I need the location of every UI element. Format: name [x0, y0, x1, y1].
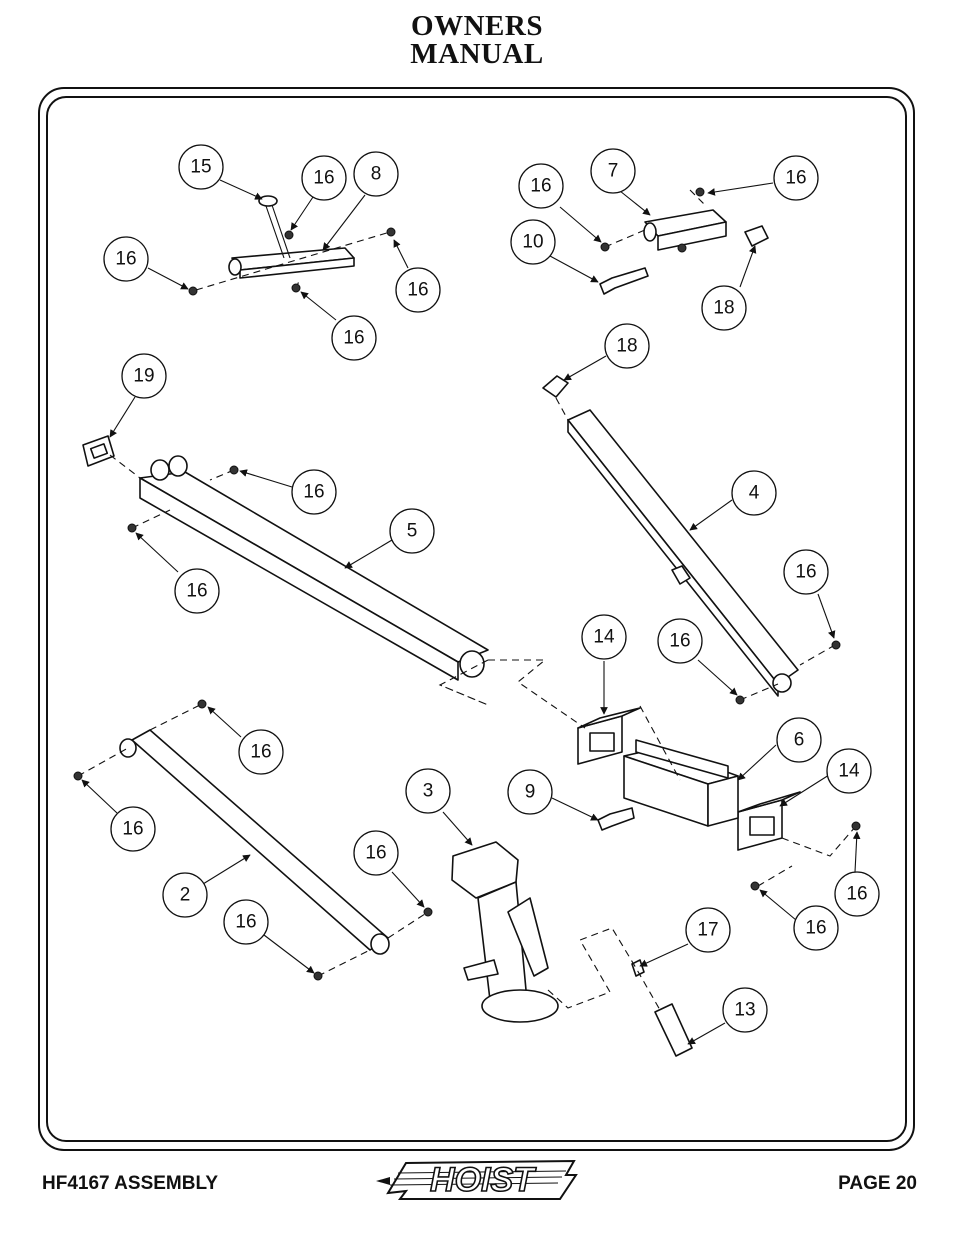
diagram-frame-inner — [46, 96, 907, 1142]
part-5-tube — [139, 455, 489, 681]
callout-7: 7 — [590, 148, 636, 194]
callout-5: 5 — [389, 508, 435, 554]
callout-label: 16 — [365, 843, 386, 864]
part-18-cap-top — [744, 225, 769, 247]
callout-6: 6 — [776, 717, 822, 763]
callout-label: 13 — [734, 1000, 755, 1021]
callout-label: 16 — [303, 482, 324, 503]
callout-label: 16 — [407, 280, 428, 301]
callout-label: 15 — [190, 157, 211, 178]
callout-16: 16 — [773, 155, 819, 201]
part-8-bar — [228, 247, 355, 279]
callout-9: 9 — [507, 769, 553, 815]
callout-label: 5 — [407, 521, 418, 542]
part-6-bracket — [623, 739, 739, 827]
callout-13: 13 — [722, 987, 768, 1033]
hardware-nuts — [73, 187, 861, 981]
callout-16: 16 — [518, 163, 564, 209]
callout-label: 16 — [313, 168, 334, 189]
callout-label: 17 — [697, 920, 718, 941]
part-14-cap-right — [737, 791, 801, 851]
part-9-knob — [597, 807, 635, 831]
callout-label: 16 — [122, 819, 143, 840]
part-10-pin — [599, 267, 649, 295]
header-line-2: MANUAL — [410, 38, 544, 70]
callout-19: 19 — [121, 353, 167, 399]
callout-16: 16 — [353, 830, 399, 876]
callout-label: 14 — [838, 761, 860, 782]
callout-16: 16 — [657, 618, 703, 664]
assembly-dashed-lines — [77, 189, 857, 1011]
callout-label: 16 — [115, 249, 136, 270]
logo-text: HOIST — [430, 1161, 537, 1199]
leader-arrows — [81, 179, 861, 1045]
part-7-bracket — [643, 209, 727, 251]
callout-16: 16 — [110, 806, 156, 852]
callout-label: 16 — [785, 168, 806, 189]
part-4-tube — [567, 409, 799, 697]
callout-14: 14 — [581, 614, 627, 660]
callout-4: 4 — [731, 470, 777, 516]
callout-label: 16 — [530, 176, 551, 197]
page-header: OWNERS MANUAL — [0, 10, 954, 70]
callout-label: 8 — [371, 164, 382, 185]
part-18-cap-mid — [542, 375, 569, 398]
callout-16: 16 — [783, 549, 829, 595]
part-19-endcap — [82, 435, 115, 467]
callout-10: 10 — [510, 219, 556, 265]
callout-8: 8 — [353, 151, 399, 197]
callout-15: 15 — [178, 144, 224, 190]
callout-label: 14 — [593, 627, 615, 648]
header-line-1: OWNERS — [411, 10, 543, 42]
callout-18: 18 — [701, 285, 747, 331]
callout-16: 16 — [223, 899, 269, 945]
part-14-cap-left — [577, 707, 641, 765]
callout-label: 10 — [522, 232, 543, 253]
callout-label: 16 — [250, 742, 271, 763]
callout-label: 19 — [133, 366, 154, 387]
callout-label: 16 — [669, 631, 690, 652]
footer-page-number: PAGE 20 — [838, 1173, 917, 1194]
callout-label: 16 — [795, 562, 816, 583]
part-15-pin — [258, 195, 291, 259]
callout-label: 7 — [608, 161, 619, 182]
part-3-upright — [451, 841, 559, 1023]
part-17-spring — [631, 959, 645, 977]
callout-label: 4 — [749, 483, 760, 504]
footer-assembly-label: HF4167 ASSEMBLY — [42, 1173, 218, 1194]
callout-3: 3 — [405, 768, 451, 814]
callout-label: 16 — [846, 884, 867, 905]
callout-label: 16 — [805, 918, 826, 939]
callout-label: 16 — [186, 581, 207, 602]
callout-16: 16 — [174, 568, 220, 614]
callout-16: 16 — [291, 469, 337, 515]
callout-16: 16 — [793, 905, 839, 951]
callout-2: 2 — [162, 872, 208, 918]
callout-16: 16 — [238, 729, 284, 775]
callout-16: 16 — [331, 315, 377, 361]
part-13-cylinder — [654, 1003, 693, 1057]
callout-14: 14 — [826, 748, 872, 794]
callout-label: 3 — [423, 781, 434, 802]
callout-label: 9 — [525, 782, 536, 803]
callout-label: 16 — [235, 912, 256, 933]
callout-label: 16 — [343, 328, 364, 349]
callout-16: 16 — [395, 267, 441, 313]
callout-16: 16 — [834, 871, 880, 917]
callout-label: 18 — [713, 298, 734, 319]
diagram-frame-outer — [38, 87, 915, 1151]
callout-label: 6 — [794, 730, 805, 751]
callout-16: 16 — [103, 236, 149, 282]
hoist-logo: HOIST — [376, 1159, 578, 1200]
callout-17: 17 — [685, 907, 731, 953]
callout-16: 16 — [301, 155, 347, 201]
callout-label: 2 — [180, 885, 191, 906]
callout-18: 18 — [604, 323, 650, 369]
callout-label: 18 — [616, 336, 637, 357]
